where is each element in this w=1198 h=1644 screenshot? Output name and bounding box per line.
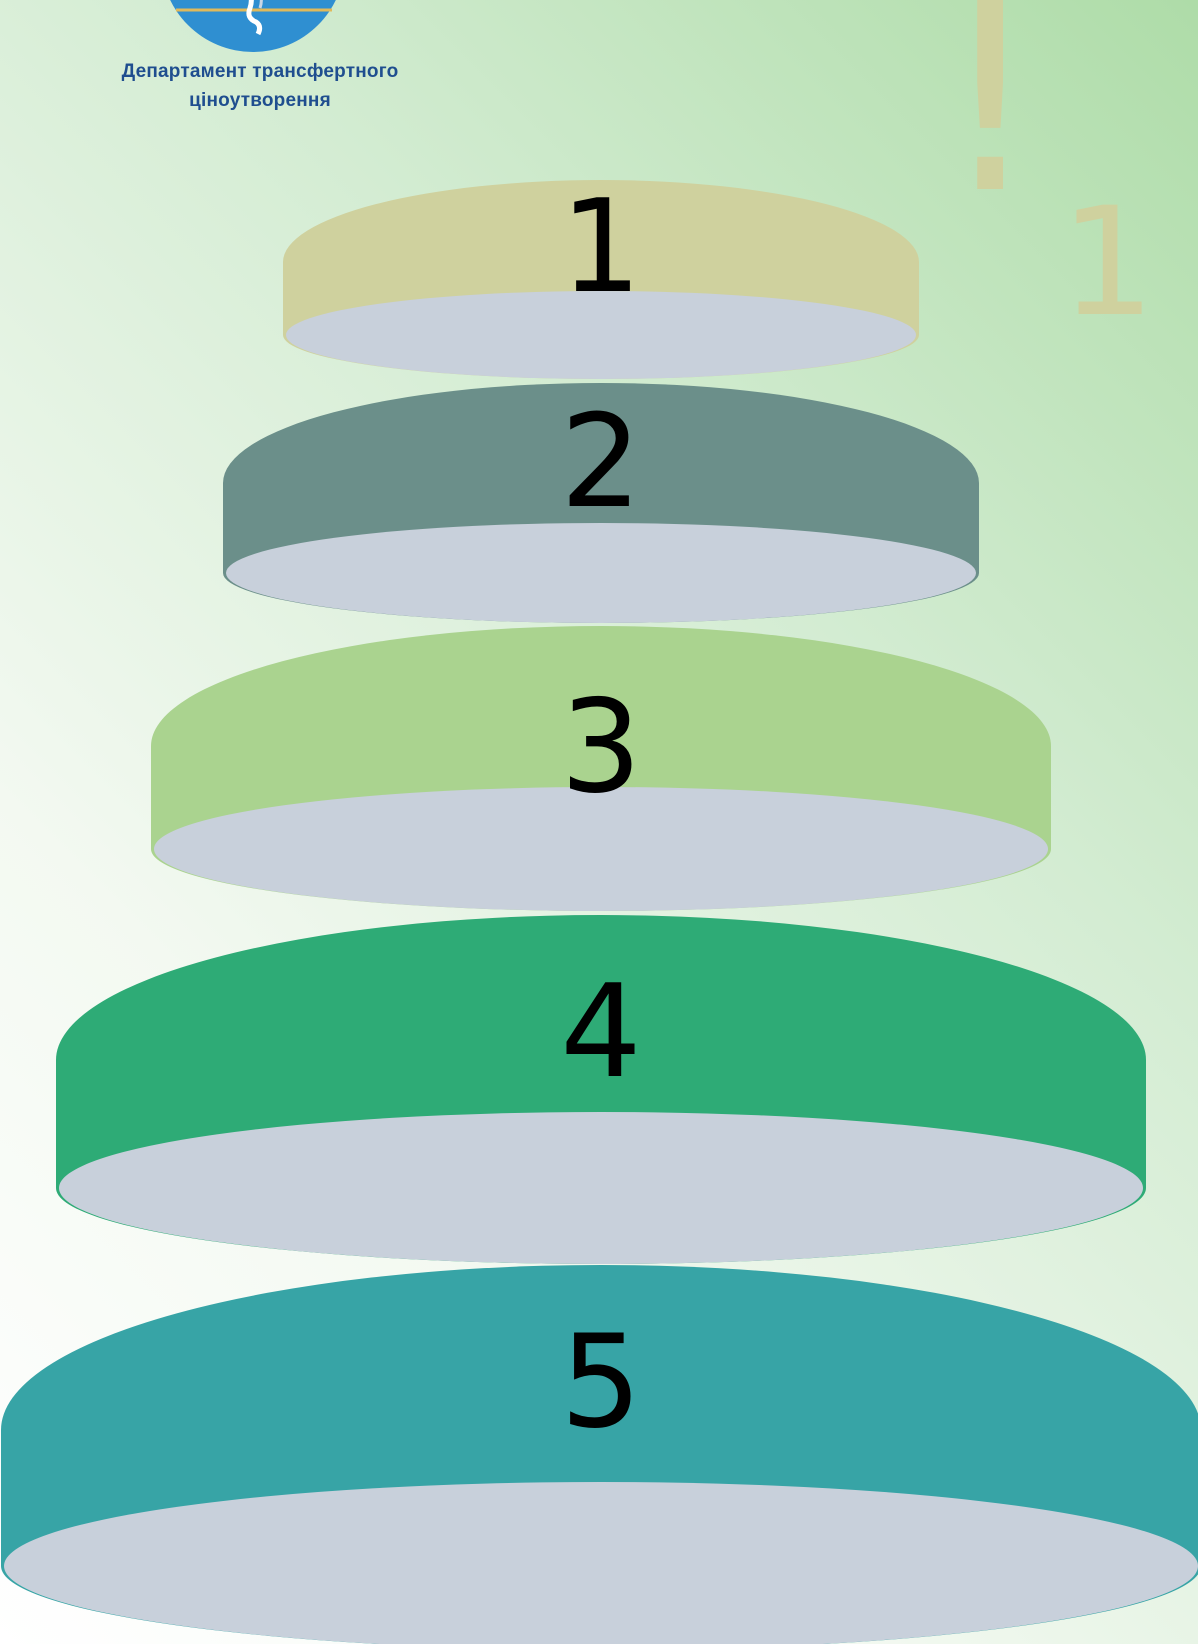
tier-2-base (226, 523, 976, 623)
globe-emblem-icon (170, 0, 336, 52)
logo: Департамент трансфертного ціноутворення (60, 0, 460, 120)
tier-3 (151, 626, 1051, 911)
tier-5-label: 5 (560, 1308, 642, 1457)
logo-text-line-1: Департамент трансфертного (121, 61, 399, 82)
tier-1 (283, 180, 919, 379)
tier-5-base (4, 1482, 1198, 1644)
tier-1-base (286, 291, 916, 379)
slide-number: 1 (1060, 176, 1156, 350)
tier-3-base (154, 787, 1048, 911)
tier-5 (1, 1265, 1198, 1644)
tier-1-label: 1 (560, 173, 642, 322)
tier-4 (56, 915, 1146, 1264)
tier-2 (223, 383, 979, 623)
tier-2-label: 2 (560, 388, 642, 537)
tier-4-label: 4 (560, 958, 642, 1107)
tier-4-base (59, 1112, 1143, 1264)
tier-3-label: 3 (560, 673, 642, 822)
logo-text-line-2: ціноутворення (189, 90, 331, 111)
